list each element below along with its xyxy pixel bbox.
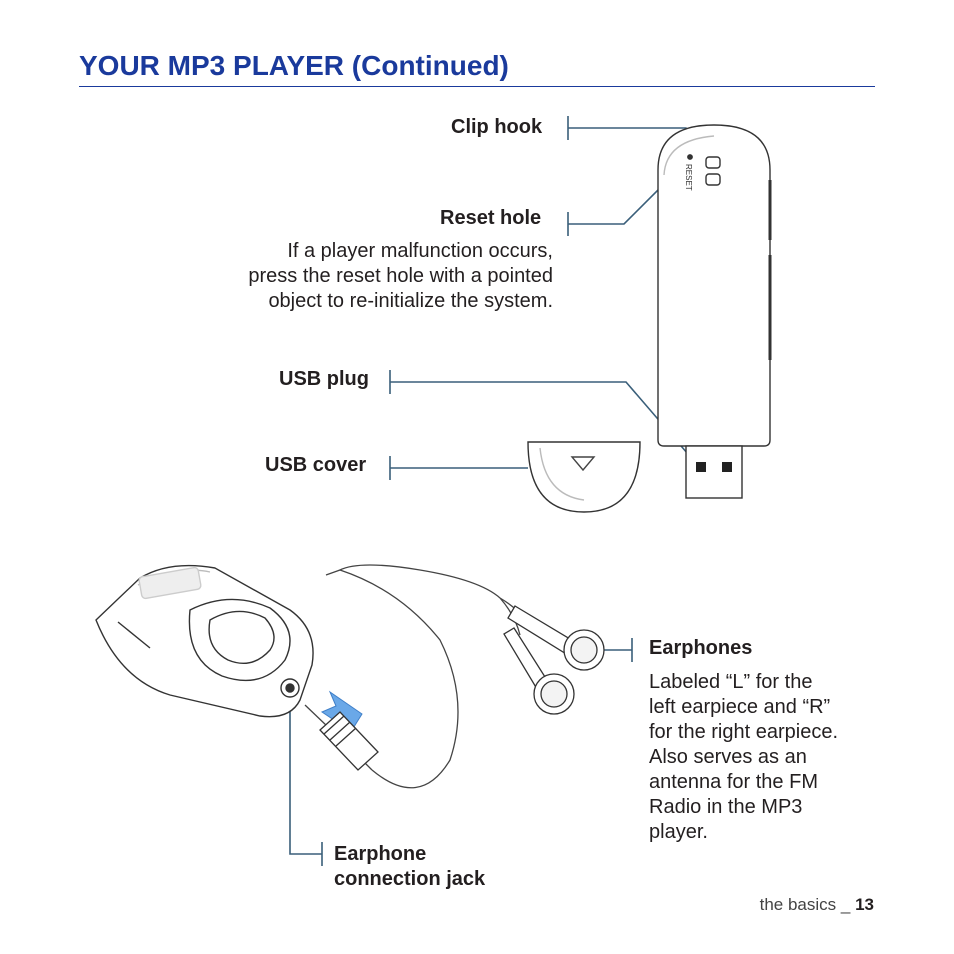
earphones-label: Earphones <box>649 637 753 659</box>
earphones-description: Labeled “L” for the left earpiece and “R… <box>649 670 889 845</box>
earphones-desc-line: Radio in the MP3 <box>649 796 803 818</box>
page-number: 13 <box>855 895 874 914</box>
earphones-desc-line: for the right earpiece. <box>649 721 838 743</box>
clip-hook-label: Clip hook <box>451 116 543 138</box>
jack-label-line: Earphone <box>334 843 427 865</box>
reset-desc-line: object to re-initialize the system. <box>268 290 553 312</box>
reset-hole-icon <box>687 154 693 160</box>
earphone-jack-leader <box>289 690 323 866</box>
triangle-down-icon <box>570 456 596 472</box>
reset-desc-line: press the reset hole with a pointed <box>248 265 553 287</box>
mp3-player-usb-stick <box>657 124 772 499</box>
earphones-desc-line: Labeled “L” for the <box>649 671 813 693</box>
usb-cover <box>527 441 641 513</box>
reset-marking: RESET <box>684 164 693 191</box>
earphones-desc-line: Also serves as an <box>649 746 807 768</box>
footer-section: the basics _ <box>759 895 856 914</box>
earphones-desc-line: player. <box>649 821 708 843</box>
earbud-left <box>503 627 575 715</box>
earphone-jack-label: Earphone connection jack <box>334 842 485 892</box>
page-footer: the basics _ 13 <box>760 895 874 915</box>
reset-hole-label: Reset hole <box>440 207 542 229</box>
earphone-plug <box>319 711 379 771</box>
usb-cover-leader <box>389 456 528 480</box>
earphones-desc-line: left earpiece and “R” <box>649 696 831 718</box>
reset-desc-line: If a player malfunction occurs, <box>287 240 553 262</box>
earphone-cable <box>304 564 531 789</box>
title-rule <box>79 86 875 87</box>
reset-hole-description: If a player malfunction occurs, press th… <box>200 239 553 314</box>
usb-plug-label: USB plug <box>279 368 369 390</box>
usb-cover-label: USB cover <box>265 454 367 476</box>
page-title: YOUR MP3 PLAYER (Continued) <box>79 50 509 81</box>
mp3-player-body <box>95 564 314 718</box>
earphones-desc-line: antenna for the FM <box>649 771 818 793</box>
jack-label-line: connection jack <box>334 868 486 890</box>
earbud-right <box>507 605 605 671</box>
